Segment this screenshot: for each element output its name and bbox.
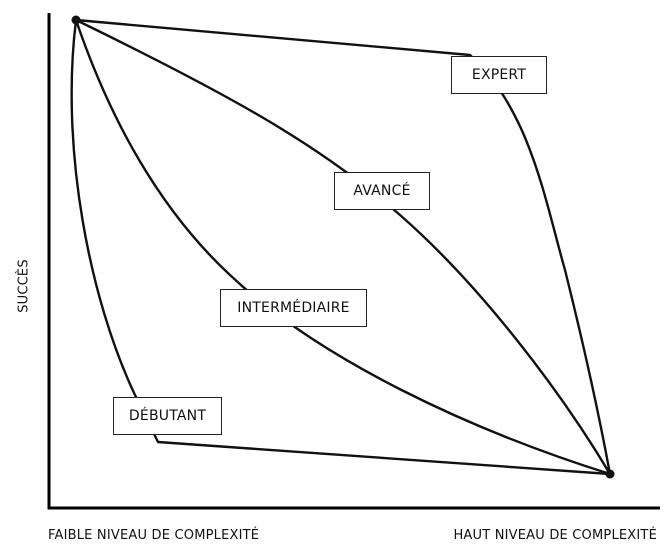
label-intermediaire: INTERMÉDIAIRE — [220, 289, 367, 327]
curve-debutant — [70, 18, 612, 476]
label-expert: EXPERT — [451, 56, 547, 94]
start-point — [71, 15, 81, 25]
curve-intermediaire — [74, 18, 612, 476]
end-point — [605, 469, 615, 479]
curve-expert — [74, 18, 612, 476]
label-debutant: DÉBUTANT — [113, 397, 222, 435]
x-axis-label-high: HAUT NIVEAU DE COMPLEXITÉ — [453, 528, 657, 543]
curve-avance — [74, 18, 612, 476]
y-axis-label: SUCCÈS — [16, 259, 32, 313]
label-avance: AVANCÉ — [334, 172, 430, 210]
axes-frame — [47, 13, 660, 510]
x-axis-label-low: FAIBLE NIVEAU DE COMPLEXITÉ — [48, 528, 260, 543]
